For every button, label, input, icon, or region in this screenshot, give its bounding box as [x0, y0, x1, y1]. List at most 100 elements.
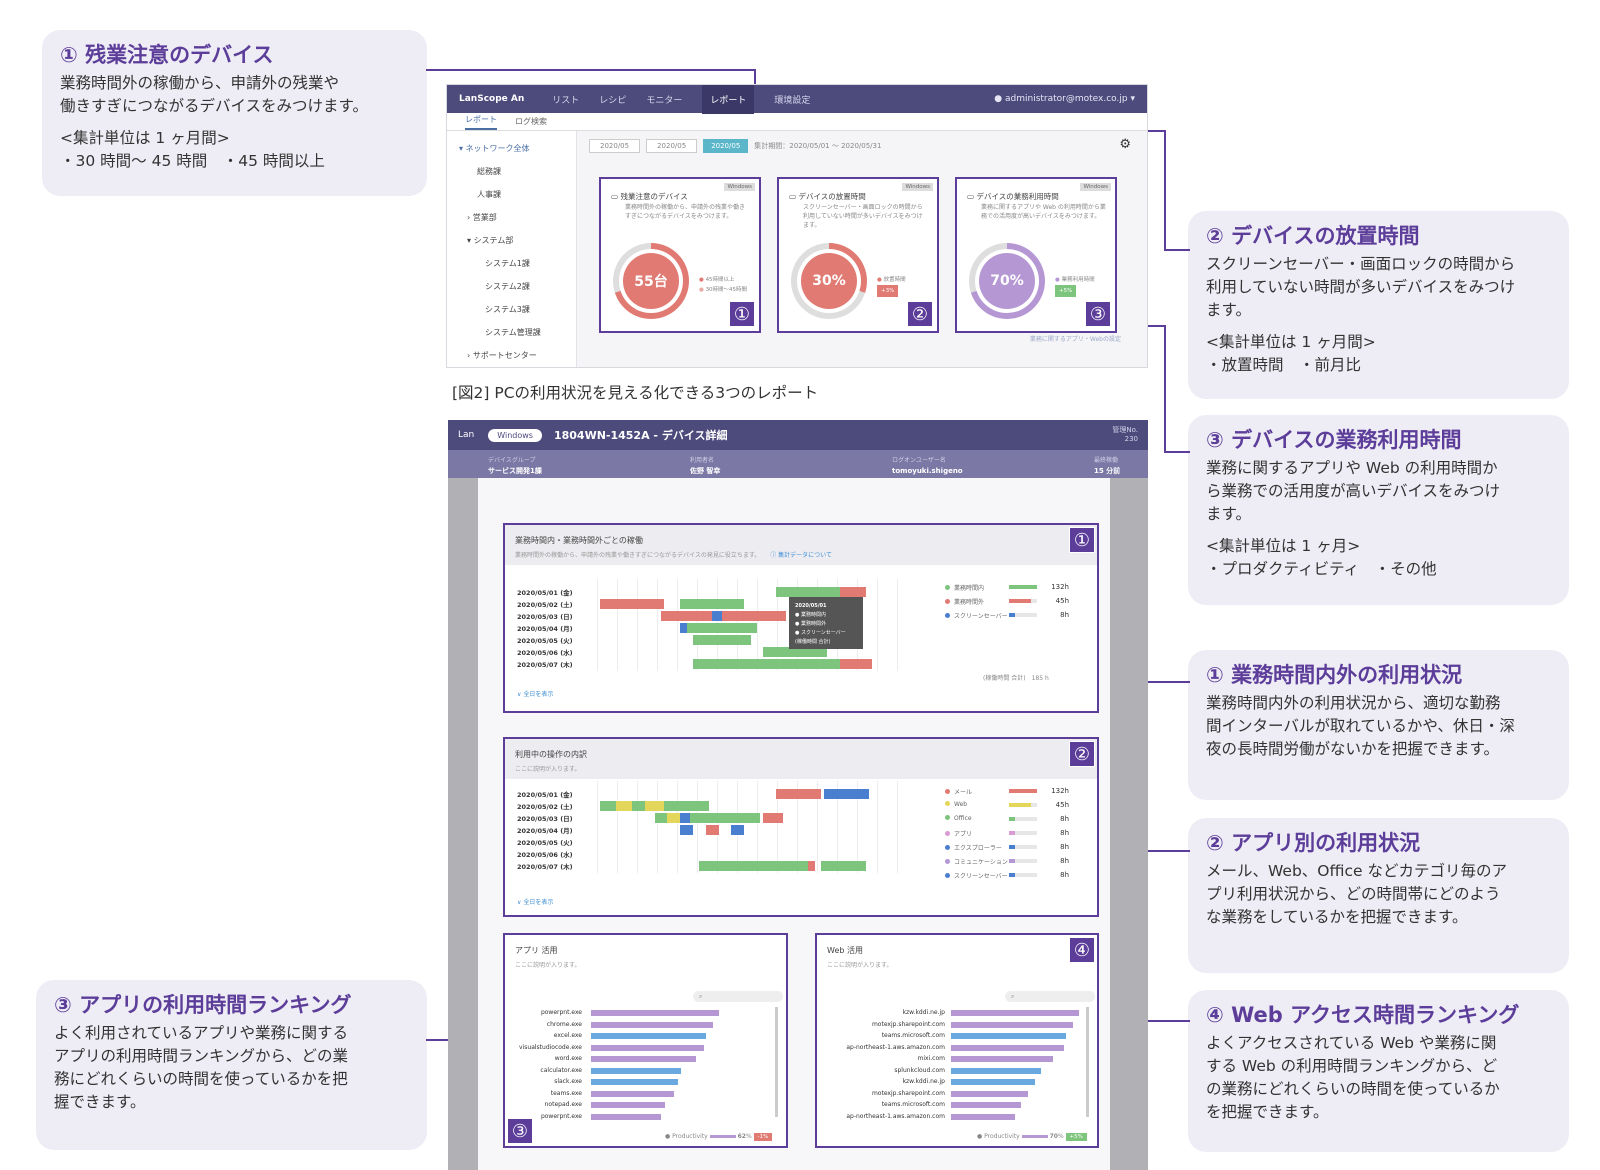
ranking-bar [951, 1021, 1073, 1028]
sidebar-item[interactable]: システム3課 [485, 305, 530, 314]
usage-bar [686, 623, 757, 633]
donut-value: 70% [979, 253, 1035, 309]
ranking-bar [951, 1044, 1064, 1051]
data-link[interactable]: ⓘ 集計データについて [770, 552, 832, 559]
web-ranking-panel: Web 活用 ここに説明が入ります。 ⌕ ● Productivity 70% … [815, 933, 1099, 1148]
ranking-name: teams.exe [550, 1089, 582, 1097]
tab-report[interactable]: レポート [465, 114, 497, 130]
ranking-name: teams.microsoft.com [881, 1101, 945, 1108]
card-desc: スクリーンセーバー・画面ロックの時間から利用していない時間が多いデバイスをみつけ… [803, 204, 923, 229]
usage-bar [840, 587, 866, 597]
ranking-bar [591, 1021, 713, 1028]
menu-list[interactable]: リスト [552, 95, 580, 106]
total-hours: (稼働時間 合計) 185 h [983, 675, 1049, 682]
legend-item: コミュニケーション [945, 857, 1008, 866]
panel-title: アプリ 活用 [515, 946, 558, 955]
usage-bar [693, 659, 841, 669]
settings-link[interactable]: 業務に関するアプリ・Webの設定 [1029, 336, 1121, 343]
legend-item: エクスプローラー [945, 843, 1002, 852]
row-date: 2020/05/05 (火) [517, 839, 573, 847]
report-tabs: レポート ログ検索 [447, 113, 1147, 131]
sidebar-item[interactable]: 総務課 [477, 167, 501, 176]
donut-value: 30% [801, 253, 857, 309]
info-user: 利用者名佐野 智幸 [690, 457, 721, 475]
search-input[interactable]: ⌕ [693, 991, 783, 1002]
panel-header: 業務時間内・業務時間外ごとの稼働 業務時間外の稼働から、申請外の残業や働きすぎに… [505, 525, 1097, 565]
callout-text: よく利用されているアプリや業務に関するアプリの利用時間ランキングから、どの業務に… [54, 1024, 349, 1111]
report-card-overtime[interactable]: Windows ▭ 残業注意のデバイス 業務時間外の稼働から、申請外の残業や働き… [599, 177, 761, 333]
panel-subtitle: 業務時間外の稼働から、申請外の残業や働きすぎにつながるデバイスの発見に役立ちます… [515, 552, 832, 559]
grid-line [897, 579, 898, 671]
sidebar-item[interactable]: システム1課 [485, 259, 530, 268]
callout-title: ① 業務時間内外の利用状況 [1206, 663, 1463, 687]
period-to-input[interactable]: 2020/05 [646, 139, 698, 153]
callout-unit: <集計単位は 1 ヶ月>・プロダクティビティ ・その他 [1206, 537, 1437, 578]
legend-item: スクリーンセーバー [945, 871, 1008, 880]
ranking-name: kzw.kddi.ne.jp [902, 1078, 945, 1085]
legend-bar [1009, 613, 1037, 617]
sidebar-item[interactable]: 人事課 [477, 190, 501, 199]
row-date: 2020/05/07 (木) [517, 863, 573, 871]
os-pill: Windows [488, 428, 542, 442]
number-badge: ③ [1085, 301, 1111, 327]
user-menu[interactable]: ● administrator@motex.co.jp ▾ [994, 94, 1135, 104]
grid-line [597, 781, 598, 873]
period-from-input[interactable]: 2020/05 [589, 139, 641, 153]
number-badge: ③ [507, 1118, 533, 1144]
calendar-icon: ▭ [967, 192, 975, 201]
usage-bar [731, 825, 745, 835]
sidebar-item[interactable]: ▾ システム部 [467, 236, 514, 245]
report-card-business-use[interactable]: Windows ▭ デバイスの業務利用時間 業務に関するアプリや Web の利用… [955, 177, 1117, 333]
legend-item: 業務時間内 [945, 583, 984, 592]
menu-recipe[interactable]: レシピ [599, 95, 627, 106]
gear-icon[interactable]: ⚙ [1119, 137, 1131, 152]
ranking-name: notepad.exe [544, 1101, 582, 1108]
device-title: 1804WN-1452A - デバイス詳細 [553, 429, 728, 442]
sidebar-item[interactable]: システム2課 [485, 282, 530, 291]
menu-settings[interactable]: 環境設定 [774, 95, 811, 106]
donut-chart: 70% [969, 243, 1045, 319]
expand-link[interactable]: ∨ 全日を表示 [517, 691, 554, 698]
callout-title: ③ アプリの利用時間ランキング [54, 993, 352, 1017]
expand-link[interactable]: ∨ 全日を表示 [517, 899, 554, 906]
period-button[interactable]: 2020/05 [703, 139, 749, 153]
legend-bar [1009, 859, 1037, 863]
connector-line [1164, 451, 1190, 453]
grid-line [877, 781, 878, 873]
ranking-bar [591, 1102, 666, 1108]
legend-item: メール [945, 787, 972, 796]
ranking-bar [951, 1102, 1022, 1108]
grid-line [657, 579, 658, 671]
legend-bar [1009, 831, 1037, 835]
number-badge: ① [729, 301, 755, 327]
row-date: 2020/05/06 (水) [517, 851, 573, 859]
menu-report[interactable]: レポート [702, 85, 755, 114]
panel-subtitle: ここに説明が入ります。 [827, 962, 893, 969]
ranking-name: powerpnt.exe [540, 1112, 582, 1120]
grid-line [777, 579, 778, 671]
report-screenshot: LanScope An リスト レシピ モニター レポート 環境設定 ● adm… [446, 84, 1148, 368]
usage-bar [821, 861, 866, 871]
ranking-bar [951, 1090, 1028, 1097]
tab-log-search[interactable]: ログ検索 [515, 117, 547, 126]
callout-text: 業務に関するアプリや Web の利用時間から業務での活用度が高いデバイスをみつけ… [1206, 459, 1501, 523]
menu-monitor[interactable]: モニター [646, 95, 683, 106]
ranking-name: mixi.com [917, 1055, 945, 1062]
sidebar-item[interactable]: › 営業部 [467, 213, 497, 222]
panel-title: 業務時間内・業務時間外ごとの稼働 [515, 536, 643, 545]
row-date: 2020/05/01 (金) [517, 791, 573, 799]
sidebar-item[interactable]: システム管理課 [485, 328, 541, 337]
sidebar-item[interactable]: › サポートセンター [467, 351, 537, 360]
usage-bar [664, 801, 709, 811]
os-tag: Windows [902, 183, 933, 191]
legend-bar [1009, 873, 1037, 877]
sidebar-item-network[interactable]: ▾ ネットワーク全体 [459, 144, 530, 153]
report-card-idle[interactable]: Windows ▭ デバイスの放置時間 スクリーンセーバー・画面ロックの時間から… [777, 177, 939, 333]
ranking-bar [951, 1010, 1079, 1016]
callout-business-use-time: ③ デバイスの業務利用時間 業務に関するアプリや Web の利用時間から業務での… [1188, 415, 1569, 605]
legend-dot [945, 801, 950, 806]
card-title: ▭ 残業注意のデバイス [611, 192, 688, 201]
search-input[interactable]: ⌕ [1005, 991, 1095, 1002]
os-tag: Windows [1080, 183, 1111, 191]
